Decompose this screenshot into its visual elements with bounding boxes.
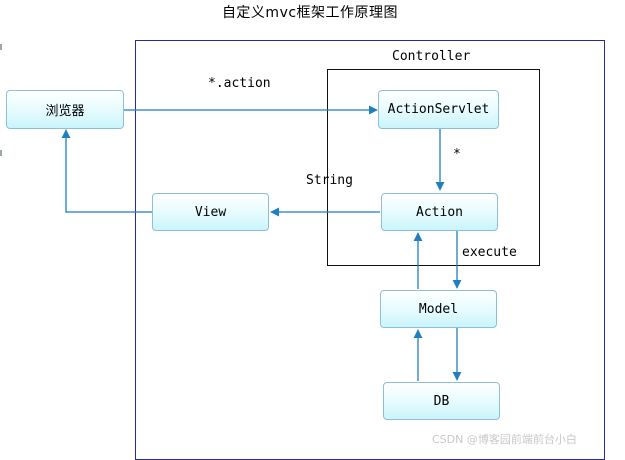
controller-label: Controller [392, 49, 471, 64]
model-node: Model [380, 290, 497, 328]
action-node: Action [381, 193, 498, 231]
action-servlet-node: ActionServlet [378, 90, 499, 129]
result-label: String [306, 173, 353, 188]
response-arrow [61, 129, 152, 213]
dispatch-label: * [453, 147, 461, 162]
edge-mark [0, 44, 2, 50]
browser-node: 浏览器 [6, 90, 124, 129]
connector-layer [61, 105, 462, 381]
db-node: DB [383, 382, 500, 420]
watermark: CSDN @博客园前端前台小白 [432, 433, 577, 446]
execute-label: execute [462, 245, 517, 260]
request-label: *.action [208, 76, 271, 91]
edge-mark [0, 150, 2, 156]
controller-frame [327, 69, 540, 266]
view-node: View [152, 193, 269, 231]
diagram-title: 自定义mvc框架工作原理图 [221, 5, 399, 21]
